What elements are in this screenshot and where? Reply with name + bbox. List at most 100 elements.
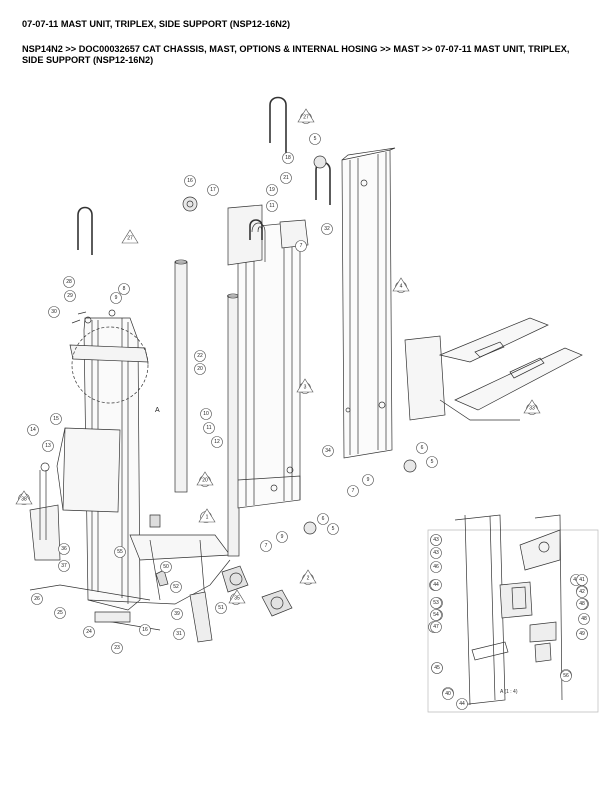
detail-view xyxy=(427,514,599,713)
svg-text:42: 42 xyxy=(579,589,585,595)
assembly-triangle-38: 38 xyxy=(15,490,33,505)
callout-16: 16 xyxy=(184,175,196,187)
svg-text:53: 53 xyxy=(433,600,439,606)
svg-text:51: 51 xyxy=(218,605,224,611)
svg-text:5: 5 xyxy=(314,136,317,142)
svg-text:35: 35 xyxy=(234,596,240,602)
detail-callout-48: 48 xyxy=(576,598,588,610)
detail-callout-49: 49 xyxy=(576,628,588,640)
svg-text:22: 22 xyxy=(197,353,203,359)
detail-callout-44: 44 xyxy=(456,698,468,710)
svg-text:14: 14 xyxy=(30,427,36,433)
svg-text:56: 56 xyxy=(563,673,569,679)
svg-text:8: 8 xyxy=(123,286,126,292)
callout-8: 8 xyxy=(118,283,130,295)
callout-16-repeat: 16 xyxy=(139,624,151,636)
svg-text:1: 1 xyxy=(206,515,209,521)
callout-14: 14 xyxy=(27,424,39,436)
svg-text:49: 49 xyxy=(579,631,585,637)
svg-text:6: 6 xyxy=(322,516,325,522)
svg-text:36: 36 xyxy=(61,546,67,552)
svg-text:20: 20 xyxy=(197,366,203,372)
detail-callout-54: 54 xyxy=(430,609,442,621)
assembly-triangle-20: 20 xyxy=(196,471,214,486)
svg-text:43: 43 xyxy=(433,550,439,556)
svg-text:54: 54 xyxy=(433,612,439,618)
svg-text:37: 37 xyxy=(61,563,67,569)
svg-text:5: 5 xyxy=(431,459,434,465)
svg-text:43: 43 xyxy=(433,537,439,543)
rollers xyxy=(182,155,417,617)
svg-text:11: 11 xyxy=(269,203,274,209)
svg-text:5: 5 xyxy=(332,526,335,532)
callout-12: 12 xyxy=(211,436,223,448)
svg-text:45: 45 xyxy=(434,665,440,671)
svg-text:33: 33 xyxy=(529,406,535,412)
svg-text:16: 16 xyxy=(142,627,148,633)
callout-29: 29 xyxy=(64,290,76,302)
svg-text:47: 47 xyxy=(433,624,439,630)
page-title: 07-07-11 MAST UNIT, TRIPLEX, SIDE SUPPOR… xyxy=(22,19,291,29)
callout-52: 52 xyxy=(170,581,182,593)
svg-text:21: 21 xyxy=(283,175,289,181)
svg-text:48: 48 xyxy=(581,616,587,622)
svg-text:31: 31 xyxy=(176,631,182,637)
svg-text:23: 23 xyxy=(114,645,120,651)
svg-text:46: 46 xyxy=(433,564,439,570)
part-callouts: 1234567891011121314151617181920212223242… xyxy=(18,112,590,699)
callout-50: 50 xyxy=(160,561,172,573)
svg-text:16: 16 xyxy=(187,178,193,184)
callout-10: 10 xyxy=(200,408,212,420)
svg-text:55: 55 xyxy=(117,549,123,555)
svg-text:7: 7 xyxy=(300,243,303,249)
svg-text:9: 9 xyxy=(115,295,118,301)
svg-text:6: 6 xyxy=(421,445,424,451)
assembly-triangle-33: 33 xyxy=(523,399,541,414)
svg-text:40: 40 xyxy=(445,691,451,697)
callout-32: 32 xyxy=(321,223,333,235)
callout-9-repeat: 9 xyxy=(362,474,374,486)
callout-7-repeat: 7 xyxy=(347,485,359,497)
svg-text:39: 39 xyxy=(174,611,180,617)
detail-callout-43: 43 xyxy=(430,547,442,559)
callout-9-repeat: 9 xyxy=(276,531,288,543)
svg-text:17: 17 xyxy=(210,187,216,193)
svg-text:28: 28 xyxy=(66,279,72,285)
callout-11: 11 xyxy=(203,422,215,434)
detail-callout-56: 56 xyxy=(560,670,572,682)
detail-callout-43: 43 xyxy=(430,534,442,546)
callout-31: 31 xyxy=(173,628,185,640)
assembly-triangle-27: 27 xyxy=(121,229,139,244)
callout-51: 51 xyxy=(215,602,227,614)
carriage-frame xyxy=(29,309,231,643)
lift-cylinders xyxy=(174,259,240,557)
svg-text:20: 20 xyxy=(202,478,208,484)
callout-9: 9 xyxy=(110,292,122,304)
svg-text:41: 41 xyxy=(573,577,579,583)
detail-callout-53: 53 xyxy=(430,597,442,609)
callout-6: 6 xyxy=(416,442,428,454)
callout-28: 28 xyxy=(63,276,75,288)
assembly-triangle-1: 1 xyxy=(198,508,216,523)
svg-text:38: 38 xyxy=(21,497,27,503)
callout-15: 15 xyxy=(50,413,62,425)
detail-caption: A (1 : 4) xyxy=(500,689,518,695)
svg-text:27: 27 xyxy=(127,236,133,242)
svg-text:29: 29 xyxy=(67,293,73,299)
callout-11-repeat: 11 xyxy=(266,200,278,212)
svg-text:3: 3 xyxy=(304,385,307,391)
callout-36: 36 xyxy=(58,543,70,555)
detail-callout-40: 40 xyxy=(442,688,454,700)
svg-text:30: 30 xyxy=(51,309,57,315)
callout-21: 21 xyxy=(280,172,292,184)
detail-callout-46: 46 xyxy=(430,561,442,573)
svg-text:24: 24 xyxy=(86,629,92,635)
callout-5-repeat: 5 xyxy=(426,456,438,468)
svg-text:44: 44 xyxy=(459,701,465,707)
callout-5-repeat: 5 xyxy=(327,523,339,535)
svg-text:32: 32 xyxy=(324,226,330,232)
callout-25: 25 xyxy=(54,607,66,619)
diagram-drawing xyxy=(29,96,599,713)
callout-22: 22 xyxy=(194,350,206,362)
